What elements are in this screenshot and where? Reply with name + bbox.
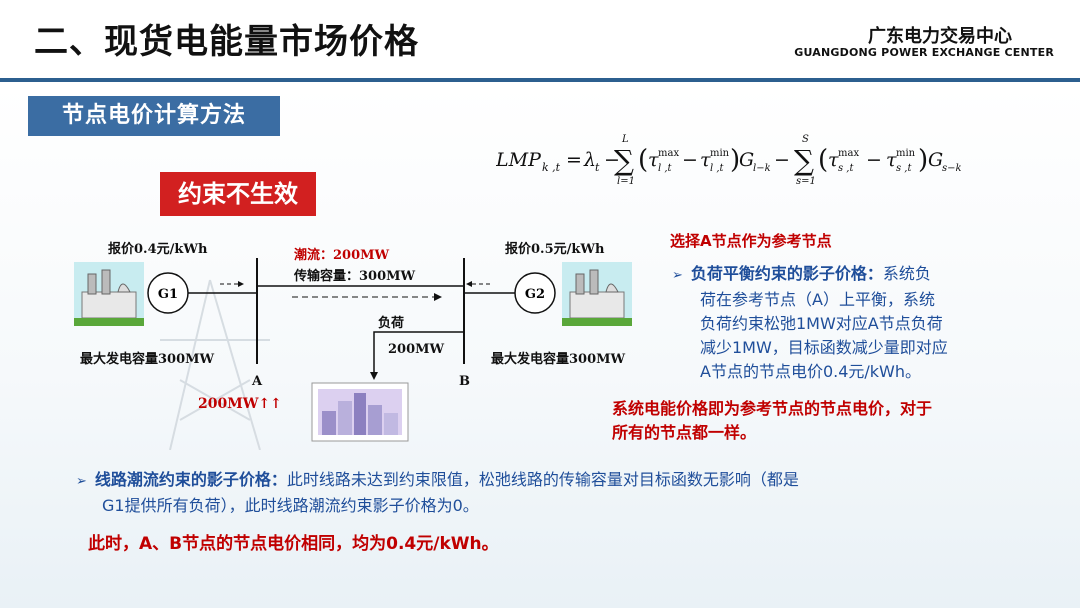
brand-name-en: GUANGDONG POWER EXCHANGE CENTER	[794, 46, 1054, 59]
svg-text:(: (	[818, 145, 828, 175]
svg-text:l−k: l−k	[753, 163, 771, 174]
svg-text:s ,t: s ,t	[896, 163, 912, 174]
g2-label: G2	[525, 287, 545, 302]
svg-text:min: min	[896, 148, 916, 159]
section-label: 节点电价计算方法	[28, 96, 280, 136]
svg-text:(: (	[638, 145, 648, 175]
load-label: 负荷	[378, 316, 405, 331]
svg-text:G: G	[928, 149, 943, 171]
conclusion-text: 此时，A、B节点的节点电价相同，均为0.4元/kWh。	[88, 534, 499, 554]
svg-text:∑: ∑	[614, 144, 634, 177]
svg-text:λ: λ	[583, 149, 596, 171]
brand-name-cn: 广东电力交易中心	[868, 26, 1012, 47]
svg-text:∑: ∑	[794, 144, 814, 177]
formula-lhs-sub: k ,t	[542, 161, 561, 174]
node-b-label: B	[459, 374, 470, 389]
generation-a-label: 200MW↑↑	[198, 396, 282, 412]
page-title: 二、现货电能量市场价格	[34, 22, 419, 62]
sum2-bottom: s=1	[796, 176, 816, 187]
svg-text:min: min	[710, 148, 730, 159]
svg-text:−: −	[866, 149, 882, 171]
sum2-top: S	[802, 134, 809, 145]
tower-illustration	[160, 279, 270, 450]
header-divider	[0, 78, 1080, 82]
max-capacity-left-label: 最大发电容量300MW	[80, 352, 215, 367]
price-right-label: 报价0.5元/kWh	[505, 242, 605, 257]
flow-label: 潮流：200MW	[294, 248, 390, 263]
svg-text:): )	[918, 145, 928, 175]
constraint-inactive-badge: 约束不生效	[160, 172, 316, 216]
svg-text:l ,t: l ,t	[658, 163, 673, 174]
price-left-label: 报价0.4元/kWh	[108, 242, 208, 257]
power-plant-right-icon	[562, 262, 632, 326]
svg-text:−: −	[604, 149, 620, 171]
load-value-label: 200MW	[388, 342, 445, 357]
svg-text:τ: τ	[648, 149, 659, 171]
svg-text:s ,t: s ,t	[838, 163, 854, 174]
power-plant-left-icon	[74, 262, 144, 326]
capacity-label: 传输容量：300MW	[294, 269, 416, 284]
sum1-bottom: l=1	[617, 176, 635, 187]
svg-text:s−k: s−k	[942, 163, 962, 174]
lmp-formula: LMP k ,t = λ t − L ∑ l=1 ( τ max l ,t − …	[496, 134, 962, 187]
node-a-label: A	[252, 374, 263, 389]
load-balance-paragraph: ➢负荷平衡约束的影子价格：系统负 荷在参考节点（A）上平衡，系统 负荷约束松弛1…	[672, 264, 948, 381]
formula-lambda-sub: t	[595, 161, 600, 174]
svg-text:=: =	[566, 149, 582, 171]
svg-text:−: −	[682, 149, 698, 171]
svg-text:max: max	[838, 148, 859, 159]
reference-node-title: 选择A节点作为参考节点	[670, 232, 832, 250]
line-flow-heading: 线路潮流约束的影子价格：	[94, 470, 287, 489]
formula-lhs: LMP	[496, 149, 542, 171]
load-city-icon	[311, 382, 409, 442]
svg-text:τ: τ	[886, 149, 897, 171]
bullet-arrow-icon: ➢	[76, 474, 87, 489]
svg-text:l ,t: l ,t	[710, 163, 725, 174]
svg-text:τ: τ	[828, 149, 839, 171]
svg-text:τ: τ	[700, 149, 711, 171]
max-capacity-right-label: 最大发电容量300MW	[491, 352, 626, 367]
two-node-diagram: G1 G2	[74, 258, 632, 450]
system-price-note: 系统电能价格即为参考节点的节点电价，对于 所有的节点都一样。	[612, 399, 933, 442]
svg-text:max: max	[658, 148, 679, 159]
line-flow-paragraph: ➢线路潮流约束的影子价格：此时线路未达到约束限值，松弛线路的传输容量对目标函数无…	[76, 470, 799, 515]
svg-text:): )	[730, 145, 740, 175]
g1-label: G1	[158, 287, 178, 302]
svg-text:G: G	[739, 149, 754, 171]
bullet-arrow-icon: ➢	[672, 268, 683, 283]
sum1-top: L	[621, 134, 629, 145]
svg-text:−: −	[774, 149, 790, 171]
load-balance-heading: 负荷平衡约束的影子价格：	[690, 264, 883, 283]
